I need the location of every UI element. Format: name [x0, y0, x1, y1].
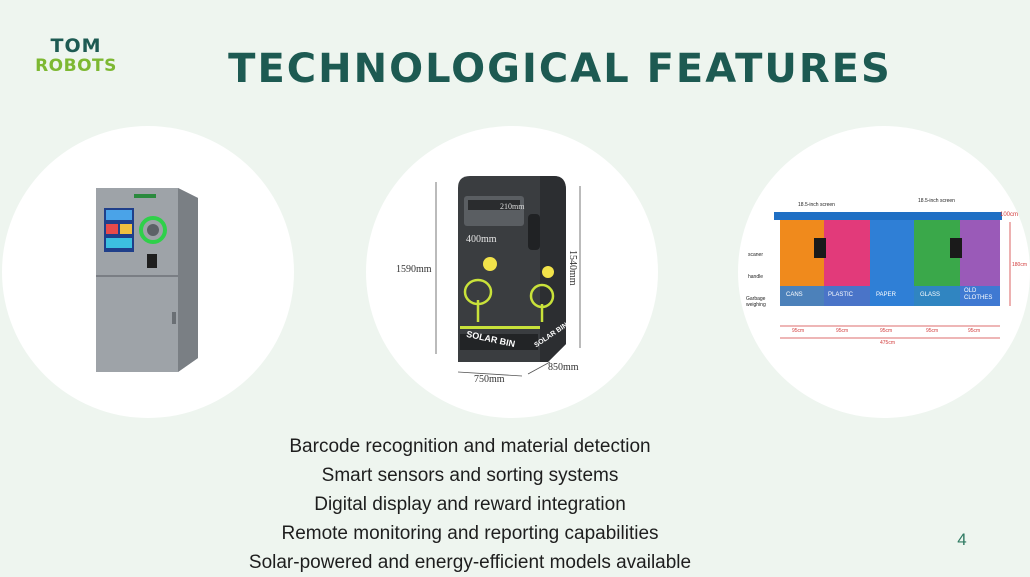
image-circle-solar-bin: 400mm 210mm 1590mm 1540mm 750mm 850mm SO… [366, 126, 658, 418]
feature-item: Smart sensors and sorting systems [321, 465, 619, 486]
image-circle-vending-machine [2, 126, 294, 418]
feature-item: Remote monitoring and reporting capabili… [281, 523, 659, 544]
station-bin-width-1: 95cm [792, 328, 805, 334]
station-screen-right: 18.5-inch screen [918, 198, 955, 204]
feature-item: Solar-powered and energy-efficient model… [248, 552, 692, 573]
station-bin-glass: GLASS [920, 292, 941, 298]
station-label-scaner: scaner [748, 252, 764, 258]
feature-item: Barcode recognition and material detecti… [289, 436, 651, 457]
station-bin-width-3: 95cm [880, 328, 893, 334]
company-logo: TOM ROBOTS [34, 36, 118, 80]
feature-item: Digital display and reward integration [314, 494, 626, 515]
logo-line-tom: TOM [50, 35, 102, 57]
solar-bin-illustration [435, 176, 581, 377]
station-total-width: 475cm [880, 340, 896, 346]
image-circle-sorting-station: 18.5-inch screen 18.5-inch screen 100cm … [738, 126, 1030, 418]
station-height-top: 100cm [1000, 212, 1019, 218]
station-bin-paper: PAPER [876, 292, 896, 298]
station-screen-left: 18.5-inch screen [798, 202, 835, 208]
solar-bin-dim-top-width: 400mm [466, 234, 497, 245]
station-bin-width-2: 95cm [836, 328, 849, 334]
vending-machine-illustration [96, 188, 198, 372]
solar-bin-dim-height-right: 1540mm [567, 250, 578, 286]
solar-bin-dim-depth: 210mm [500, 202, 525, 211]
station-bin-width-4: 95cm [926, 328, 939, 334]
sorting-station-illustration [774, 212, 1011, 339]
station-bin-plastic: PLASTIC [828, 292, 854, 298]
station-bin-cans: CANS [786, 292, 803, 298]
station-label-handle: handle [748, 274, 764, 280]
station-bin-width-5: 95cm [968, 328, 981, 334]
logo-line-robots: ROBOTS [35, 56, 117, 76]
slide-title: TECHNOLOGICAL FEATURES [228, 46, 892, 92]
solar-bin-dim-height-left: 1590mm [396, 264, 432, 275]
station-bin-old-clothes: OLD CLOTHES [964, 288, 993, 301]
solar-bin-dim-bottom-depth: 850mm [548, 362, 579, 373]
station-height-side: 180cm [1012, 262, 1028, 268]
solar-bin-dim-bottom-width: 750mm [474, 374, 505, 385]
page-number: 4 [957, 530, 967, 549]
station-label-garbage-weighing: Garbage weighing [746, 296, 766, 308]
feature-list: Barcode recognition and material detecti… [180, 432, 760, 577]
